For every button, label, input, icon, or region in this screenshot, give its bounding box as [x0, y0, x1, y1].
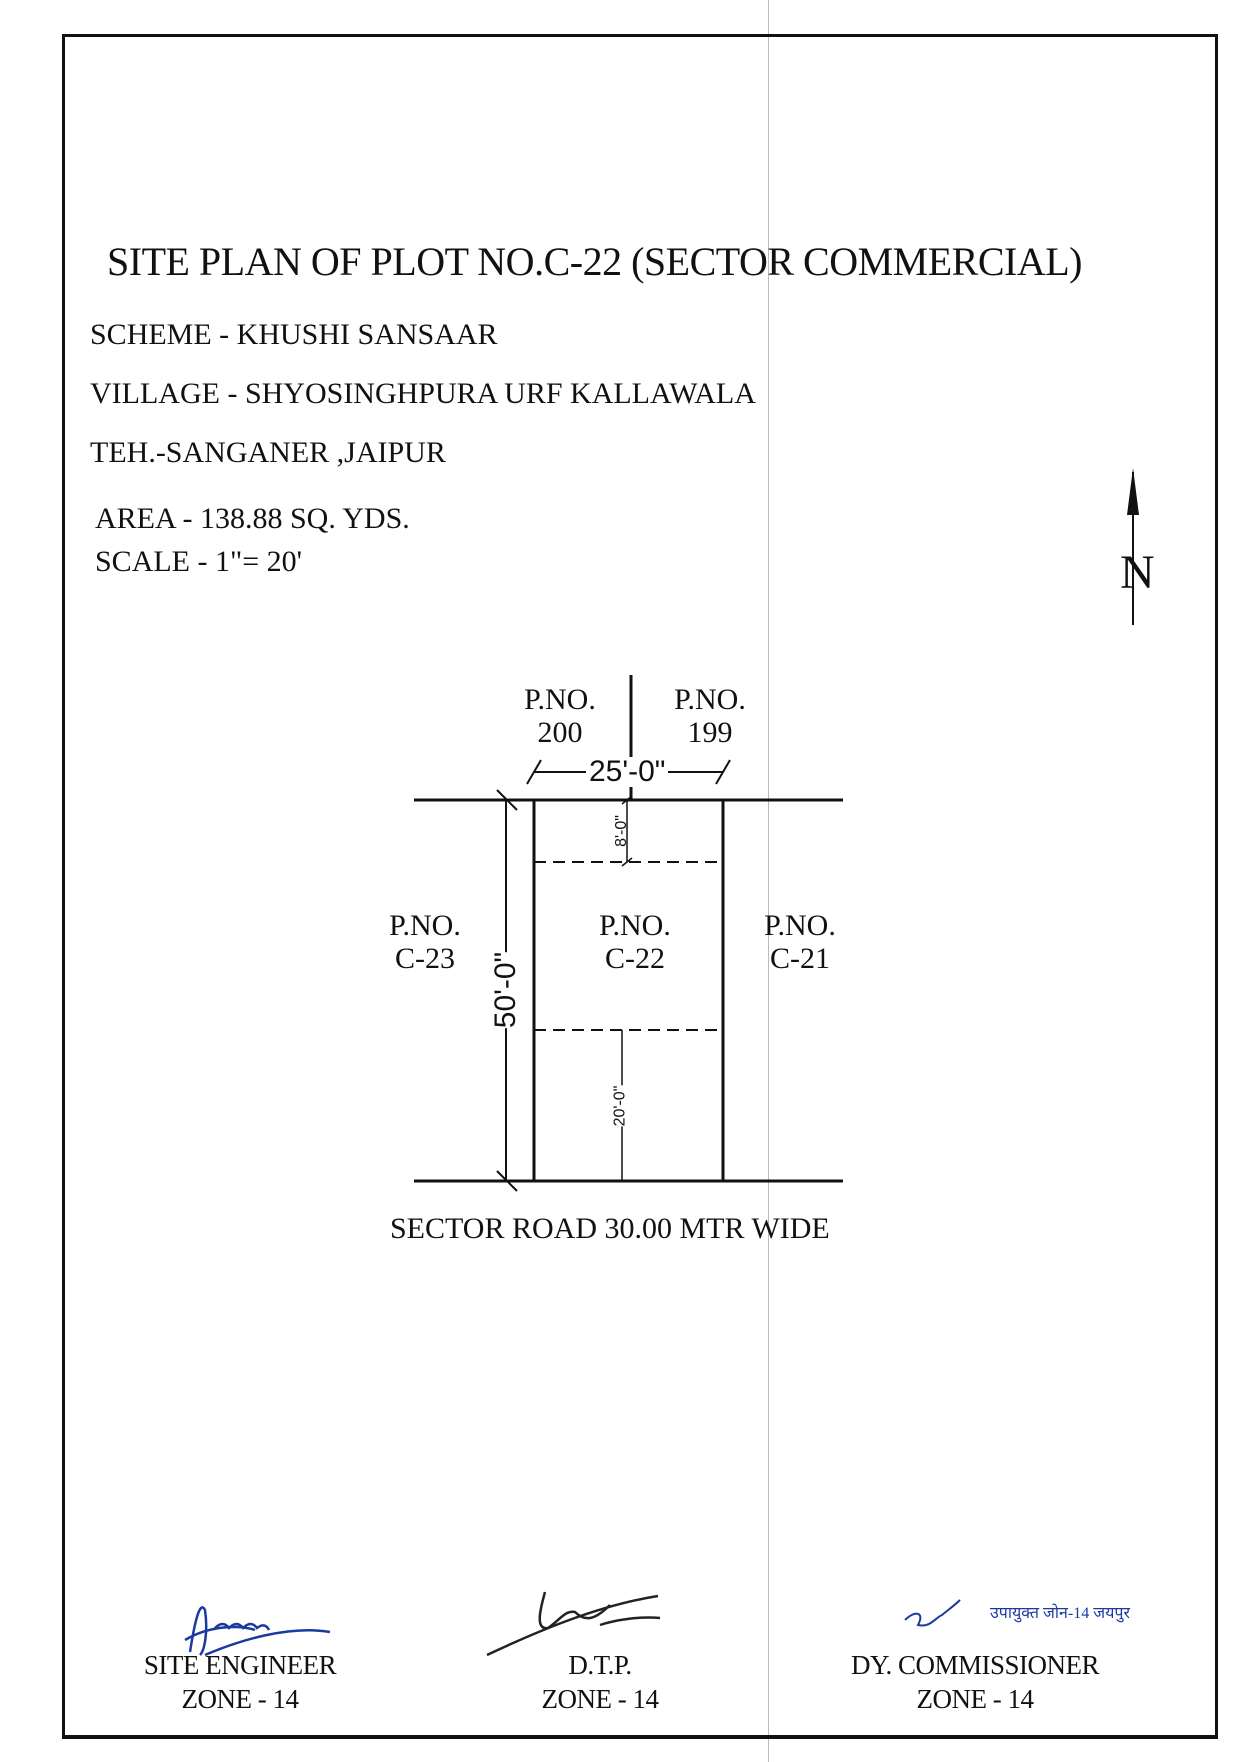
- scale-text: SCALE - 1"= 20': [95, 545, 303, 578]
- dimension-tick: [621, 857, 633, 867]
- plot-199-label: P.NO.199: [660, 683, 760, 749]
- dimension-tick: [715, 759, 731, 785]
- rear-setback-dimension: 8'-0": [612, 815, 630, 847]
- scheme-text: SCHEME - KHUSHI SANSAAR: [90, 318, 498, 351]
- front-setback-dimension: 20'-0": [611, 1085, 630, 1127]
- area-text: AREA - 138.88 SQ. YDS.: [95, 502, 410, 535]
- village-text: VILLAGE - SHYOSINGHPURA URF KALLAWALA: [90, 377, 756, 410]
- dimension-tick: [496, 789, 518, 811]
- depth-dimension: 50'-0": [489, 951, 523, 1029]
- site-engineer-block: SITE ENGINEER ZONE - 14: [120, 1648, 360, 1716]
- dtp-signature: [486, 1591, 661, 1657]
- plot-label-line: C-22: [605, 942, 665, 975]
- dimension-tick: [621, 795, 633, 805]
- width-dimension: 25'-0": [586, 757, 669, 787]
- signatory-zone: ZONE - 14: [916, 1684, 1034, 1714]
- signatory-zone: ZONE - 14: [181, 1684, 299, 1714]
- signatory-role: SITE ENGINEER: [143, 1650, 337, 1680]
- plot-label-line: P.NO.: [674, 683, 746, 716]
- site-engineer-signature: [184, 1606, 331, 1657]
- official-stamp: उपायुक्त जोन-14 जयपुर: [990, 1603, 1130, 1623]
- dtp-block: D.T.P. ZONE - 14: [500, 1648, 700, 1716]
- page-fold-line: [768, 0, 769, 1762]
- signatory-role: D.T.P.: [568, 1650, 632, 1680]
- tehsil-text: TEH.-SANGANER ,JAIPUR: [90, 436, 446, 469]
- plot-200-label: P.NO.200: [510, 683, 610, 749]
- plot-label-line: P.NO.: [389, 909, 461, 942]
- plot-c23-label: P.NO.C-23: [375, 909, 475, 975]
- road-label: SECTOR ROAD 30.00 MTR WIDE: [390, 1212, 830, 1245]
- plot-label-line: C-21: [770, 942, 830, 975]
- plot-c21-label: P.NO.C-21: [750, 909, 850, 975]
- dy-commissioner-block: DY. COMMISSIONER ZONE - 14: [835, 1648, 1115, 1716]
- plot-label-line: 200: [537, 716, 583, 749]
- plot-label-line: P.NO.: [599, 909, 671, 942]
- page-title: SITE PLAN OF PLOT NO.C-22 (SECTOR COMMER…: [107, 239, 1082, 284]
- plot-label-line: C-23: [395, 942, 455, 975]
- dy-commissioner-signature: [904, 1599, 961, 1627]
- drawing-border: [62, 34, 1218, 1739]
- plot-c22-label: P.NO.C-22: [585, 909, 685, 975]
- plot-label-line: P.NO.: [524, 683, 596, 716]
- plot-label-line: P.NO.: [764, 909, 836, 942]
- signatory-role: DY. COMMISSIONER: [850, 1650, 1100, 1680]
- dimension-tick: [526, 759, 542, 785]
- plot-label-line: 199: [687, 716, 733, 749]
- signatory-zone: ZONE - 14: [541, 1684, 659, 1714]
- north-label: N: [1120, 546, 1155, 599]
- north-arrow-icon: [1127, 468, 1139, 625]
- dimension-tick: [496, 1170, 518, 1192]
